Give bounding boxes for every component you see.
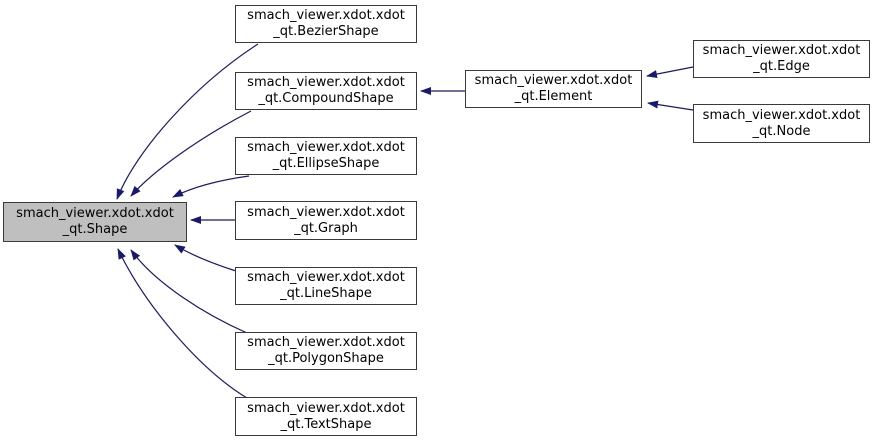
class-name-line: _qt.TextShape	[280, 416, 372, 432]
arrow-ellipseshape-to-shape	[172, 175, 250, 198]
class-name-line: _qt.LineShape	[280, 286, 372, 301]
class-name-line: smach_viewer.xdot.xdot	[247, 204, 405, 220]
class-name-line: _qt.EllipseShape	[272, 156, 380, 171]
class-box-compoundshape[interactable]: smach_viewer.xdot.xdot _qt.CompoundShape	[235, 72, 417, 110]
class-name-line: smach_viewer.xdot.xdot	[702, 43, 861, 58]
arrow-compoundshape-to-shape	[130, 110, 252, 197]
class-name-line: smach_viewer.xdot.xdot	[247, 400, 405, 416]
class-box-shape: smach_viewer.xdot.xdot _qt.Shape	[3, 202, 187, 242]
arrow-beziershape-to-shape	[116, 43, 259, 200]
class-box-textshape[interactable]: smach_viewer.xdot.xdot _qt.TextShape	[235, 397, 417, 436]
class-name-line: smach_viewer.xdot.xdot	[474, 73, 633, 88]
class-name-line: smach_viewer.xdot.xdot	[247, 75, 405, 90]
arrow-textshape-to-shape	[117, 248, 248, 399]
arrow-lineshape-to-shape	[174, 244, 237, 272]
class-box-ellipseshape[interactable]: smach_viewer.xdot.xdot _qt.EllipseShape	[235, 137, 417, 175]
class-name-line: smach_viewer.xdot.xdot	[247, 140, 405, 155]
class-box-lineshape[interactable]: smach_viewer.xdot.xdot _qt.LineShape	[235, 267, 417, 305]
class-box-polygonshape[interactable]: smach_viewer.xdot.xdot _qt.PolygonShape	[235, 332, 417, 370]
class-box-edge[interactable]: smach_viewer.xdot.xdot _qt.Edge	[693, 40, 870, 78]
class-name-line: _qt.PolygonShape	[268, 351, 384, 366]
class-name-line: _qt.Element	[514, 89, 593, 104]
class-name-line: smach_viewer.xdot.xdot	[247, 270, 405, 285]
class-name-line: smach_viewer.xdot.xdot	[247, 335, 405, 350]
arrow-node-to-element	[647, 100, 694, 111]
class-box-node[interactable]: smach_viewer.xdot.xdot _qt.Node	[693, 104, 870, 143]
class-name-line: smach_viewer.xdot.xdot	[702, 107, 861, 123]
class-name-line: _qt.Shape	[62, 222, 128, 237]
class-name-line: _qt.Node	[752, 123, 811, 139]
arrow-edge-to-element	[646, 66, 694, 79]
class-name-line: smach_viewer.xdot.xdot	[16, 206, 174, 221]
class-name-line: _qt.CompoundShape	[258, 91, 394, 106]
class-name-line: _qt.Edge	[753, 59, 810, 74]
class-box-element[interactable]: smach_viewer.xdot.xdot _qt.Element	[465, 70, 642, 108]
class-name-line: _qt.Graph	[294, 220, 358, 236]
class-name-line: _qt.BezierShape	[273, 24, 379, 39]
arrow-polygonshape-to-shape	[130, 249, 248, 334]
class-box-graph[interactable]: smach_viewer.xdot.xdot _qt.Graph	[235, 201, 417, 240]
class-name-line: smach_viewer.xdot.xdot	[247, 8, 405, 23]
class-box-beziershape[interactable]: smach_viewer.xdot.xdot _qt.BezierShape	[235, 5, 417, 43]
